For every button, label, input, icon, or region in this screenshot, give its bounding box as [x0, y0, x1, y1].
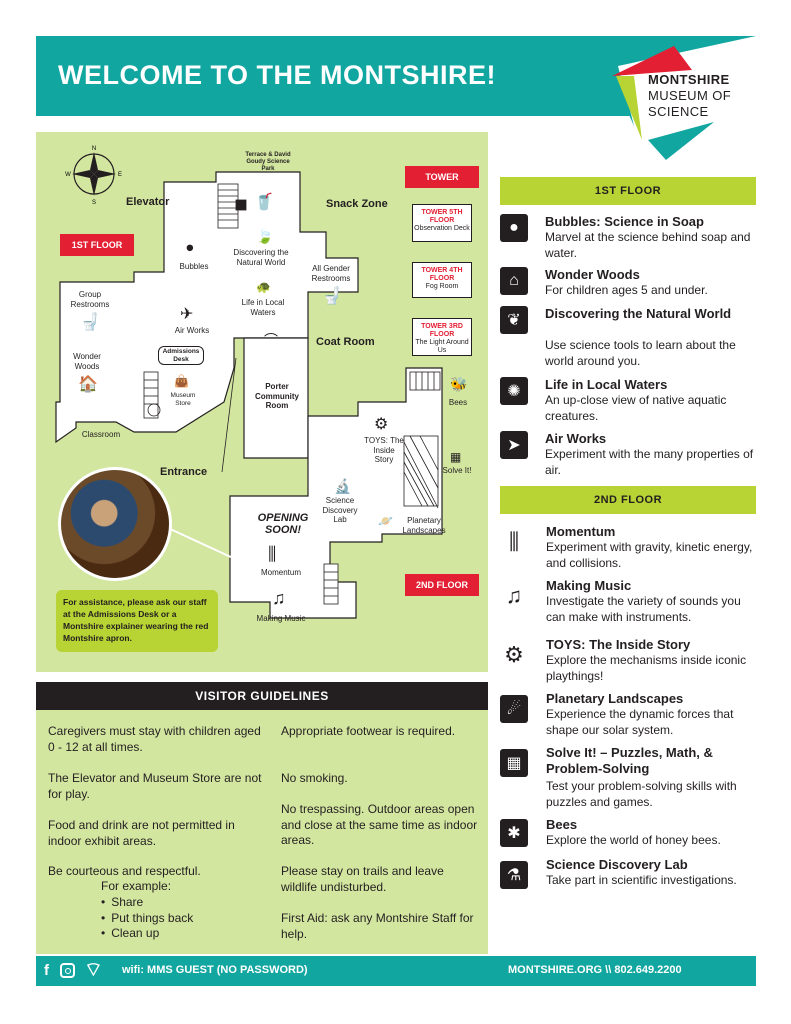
tower-tag: TOWER: [405, 166, 479, 188]
wifi-info: wifi: MMS GUEST (NO PASSWORD): [122, 964, 308, 976]
first-floor-heading: 1ST FLOOR: [500, 177, 756, 205]
snack-cups-icon: 🥤: [254, 194, 274, 211]
example-label: For example:: [101, 879, 172, 893]
second-floor-heading: 2ND FLOOR: [500, 486, 756, 514]
bubbles-icon: ●: [500, 214, 528, 242]
paper-plane-icon: ➤: [500, 431, 528, 459]
puzzle-cube-icon: ▦: [500, 749, 528, 777]
puzzle-cube-map-icon: ▦: [450, 450, 462, 464]
visitor-guidelines-heading: VISITOR GUIDELINES: [36, 682, 488, 710]
paper-plane-map-icon: ✈: [180, 306, 194, 323]
toilet-icon: 🚽: [322, 288, 342, 305]
footer-bar: f ⌔ wifi: MMS GUEST (NO PASSWORD) MONTSH…: [36, 956, 756, 986]
life-waters-label: Life in Local Waters: [241, 298, 285, 317]
bees-label: Bees: [448, 398, 468, 407]
solve-it-label: Solve It!: [442, 466, 472, 475]
all-gender-restrooms-label: All Gender Restrooms: [311, 264, 351, 283]
bee-icon: ✱: [500, 819, 528, 847]
guideline-item: First Aid: ask any Montshire Staff for h…: [281, 911, 474, 941]
snack-zone-label: Snack Zone: [326, 198, 388, 210]
natural-world-label: Discovering the Natural World: [233, 248, 289, 267]
list-item: Share: [101, 895, 261, 911]
group-restrooms-label: Group Restrooms: [70, 290, 110, 309]
svg-text:E: E: [118, 172, 122, 178]
guideline-item: Food and drink are not permitted in indo…: [48, 818, 235, 848]
coat-room-label: Coat Room: [316, 336, 375, 348]
science-lab-label: Science Discovery Lab: [322, 496, 358, 524]
svg-text:N: N: [92, 146, 96, 152]
guideline-item: Be courteous and respectful.: [48, 864, 201, 878]
planet-landscape-icon: ☄: [500, 695, 528, 723]
turtle-icon: ✺: [500, 377, 528, 405]
second-floor-tag: 2ND FLOOR: [405, 574, 479, 596]
logo-wordmark: MONTSHIRE MUSEUM OF SCIENCE: [648, 72, 732, 119]
bubbles-map-icon: ⚫: [184, 240, 196, 256]
svg-text:W: W: [65, 172, 71, 178]
microscope-map-icon: 🔬: [334, 478, 352, 494]
turtle-map-icon: 🐢: [256, 280, 271, 294]
admissions-desk-label: Admissions Desk: [158, 346, 204, 365]
microscope-icon: ⚗: [500, 861, 528, 889]
classroom-label: Classroom: [81, 430, 121, 439]
wonder-woods-label: Wonder Woods: [73, 352, 101, 371]
planetary-label: Planetary Landscapes: [402, 516, 446, 535]
guideline-item: Appropriate footwear is required.: [281, 724, 456, 738]
contact-info[interactable]: MONTSHIRE.ORG \\ 802.649.2200: [508, 964, 682, 976]
toys-label: TOYS: The Inside Story: [364, 436, 404, 464]
shopping-bag-icon: 👜: [174, 374, 189, 388]
bubbles-label: Bubbles: [179, 262, 209, 271]
making-music-label: Making Music: [256, 614, 306, 623]
instagram-icon[interactable]: [60, 963, 75, 978]
guideline-item: Please stay on trails and leave wildlife…: [281, 864, 444, 894]
entrance-label: Entrance: [160, 466, 208, 478]
newtons-cradle-map-icon: ⫼: [268, 544, 277, 564]
child-with-cello-photo: [58, 467, 172, 581]
list-item: Put things back: [101, 911, 261, 927]
opening-soon-label: OPENING SOON!: [257, 512, 309, 536]
music-note-map-icon: ♫: [272, 588, 286, 608]
elevator-label: Elevator: [126, 196, 170, 208]
guideline-item: No smoking.: [281, 771, 348, 785]
planet-map-icon: 🪐: [378, 514, 393, 528]
toilet-icon: 🚽: [80, 314, 100, 331]
tree-house-icon: ⌂: [500, 267, 528, 295]
guideline-item: Caregivers must stay with children aged …: [48, 724, 261, 754]
facebook-icon[interactable]: f: [44, 962, 49, 979]
leaf-map-icon: 🍃: [256, 228, 274, 244]
hanger-icon: ⌒: [264, 332, 278, 348]
page-title: WELCOME TO THE MONTSHIRE!: [58, 60, 496, 90]
floor-plan-drawing: N S E W: [55, 146, 443, 619]
list-item: Clean up: [101, 926, 261, 942]
montshire-logo: [604, 36, 756, 170]
museum-store-label: Museum Store: [170, 392, 196, 407]
bee-map-icon: 🐝: [450, 376, 468, 392]
momentum-label: Momentum: [260, 568, 301, 577]
first-floor-tag: 1ST FLOOR: [60, 234, 134, 256]
wifi-icon: ⌔: [84, 959, 103, 981]
svg-text:S: S: [92, 200, 96, 206]
tree-house-map-icon: 🏠: [78, 376, 98, 393]
guideline-item: No trespassing. Outdoor areas open and c…: [281, 802, 478, 847]
terrace-label: Terrace & David Goudy Science Park: [245, 152, 291, 172]
air-works-label: Air Works: [174, 326, 210, 335]
guideline-item: The Elevator and Museum Store are not fo…: [48, 771, 262, 801]
music-note-icon: ♫: [500, 582, 528, 610]
gear-icon: ⚙: [500, 641, 528, 669]
assistance-note: For assistance, please ask our staff at …: [56, 590, 218, 652]
compass-rose-icon: N S E W: [65, 146, 122, 206]
gear-map-icon: ⚙: [374, 416, 389, 433]
leaf-icon: ❦: [500, 306, 528, 334]
newtons-cradle-icon: ⫼: [500, 528, 528, 556]
porter-room-label: Porter Community Room: [255, 382, 299, 410]
example-list: Share Put things back Clean up: [101, 895, 261, 942]
